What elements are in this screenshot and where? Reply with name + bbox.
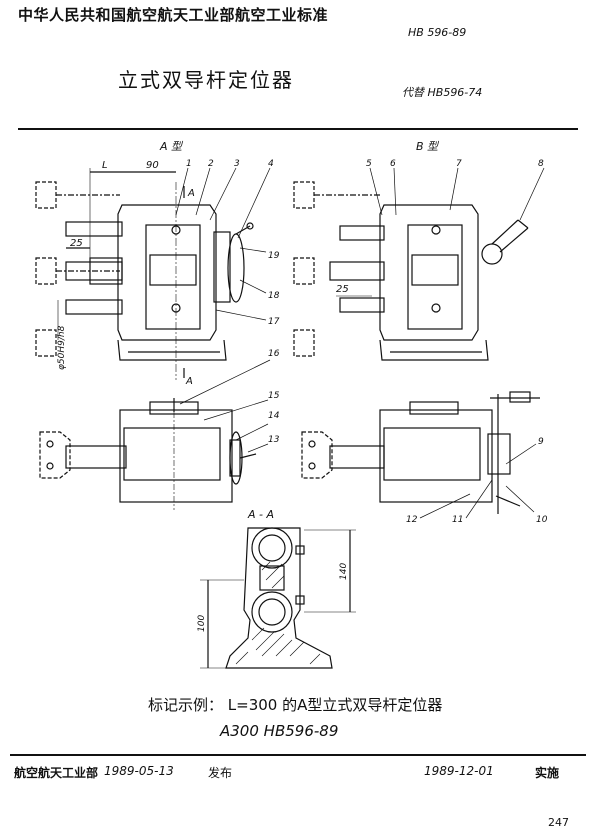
header-rule bbox=[18, 128, 578, 130]
section-hatching bbox=[235, 561, 321, 665]
section-a-a-view bbox=[200, 527, 356, 669]
part-number-14: 14 bbox=[268, 411, 280, 421]
dimension-l: L bbox=[102, 160, 108, 171]
section-label: A - A bbox=[247, 508, 274, 521]
publish-label: 发布 bbox=[208, 766, 233, 780]
part-number-2: 2 bbox=[208, 159, 214, 169]
dimension-25: 25 bbox=[70, 238, 83, 249]
part-number-19: 19 bbox=[268, 251, 280, 261]
standard-number: HB 596-89 bbox=[408, 26, 467, 39]
dimension-phi: φ50H9/h8 bbox=[57, 325, 67, 370]
part-number-5: 5 bbox=[366, 159, 372, 169]
a-type-plan-view bbox=[39, 398, 257, 510]
section-marker-bottom: A bbox=[185, 376, 193, 387]
part-number-1: 1 bbox=[186, 159, 192, 169]
part-number-4: 4 bbox=[268, 159, 274, 169]
marking-example-line-1: 标记示例： L=300 的A型立式双导杆定位器 bbox=[148, 696, 443, 714]
view-b-label: B 型 bbox=[416, 140, 440, 153]
part-number-7: 7 bbox=[456, 159, 462, 169]
implement-label: 实施 bbox=[535, 766, 560, 780]
footer-rule bbox=[10, 754, 586, 756]
part-number-16: 16 bbox=[268, 349, 280, 359]
dimension-25-b: 25 bbox=[336, 284, 349, 295]
part-number-3: 3 bbox=[234, 159, 240, 169]
part-number-15: 15 bbox=[268, 391, 280, 401]
section-marker-top: A bbox=[187, 188, 195, 199]
technical-drawing: A 型 B 型 L 90 25 25 A A φ50H9/h8 A - A 14… bbox=[35, 140, 548, 669]
dimension-140: 140 bbox=[339, 563, 349, 580]
publish-date: 1989-05-13 bbox=[104, 764, 174, 778]
dimension-90: 90 bbox=[146, 160, 159, 171]
page-number: 247 bbox=[548, 816, 569, 829]
marking-example-line-2: A300 HB596-89 bbox=[220, 722, 339, 740]
b-type-plan-view bbox=[301, 391, 540, 514]
part-number-18: 18 bbox=[268, 291, 280, 301]
document-title: 立式双导杆定位器 bbox=[118, 68, 294, 92]
ministry-standard-heading: 中华人民共和国航空航天工业部航空工业标准 bbox=[18, 6, 329, 24]
part-number-12: 12 bbox=[406, 515, 418, 525]
view-a-label: A 型 bbox=[159, 140, 184, 153]
a-type-front-view bbox=[35, 168, 254, 380]
part-number-13: 13 bbox=[268, 435, 280, 445]
part-number-11: 11 bbox=[452, 515, 463, 525]
issuing-authority: 航空航天工业部 bbox=[14, 766, 99, 780]
part-number-6: 6 bbox=[390, 159, 396, 169]
b-type-front-view bbox=[293, 181, 529, 361]
implement-date: 1989-12-01 bbox=[424, 764, 494, 778]
part-number-8: 8 bbox=[538, 159, 544, 169]
part-number-9: 9 bbox=[538, 437, 544, 447]
part-number-17: 17 bbox=[268, 317, 280, 327]
replaces-standard: 代替 HB596-74 bbox=[402, 86, 483, 99]
dimension-100: 100 bbox=[197, 615, 207, 632]
part-number-10: 10 bbox=[536, 515, 548, 525]
